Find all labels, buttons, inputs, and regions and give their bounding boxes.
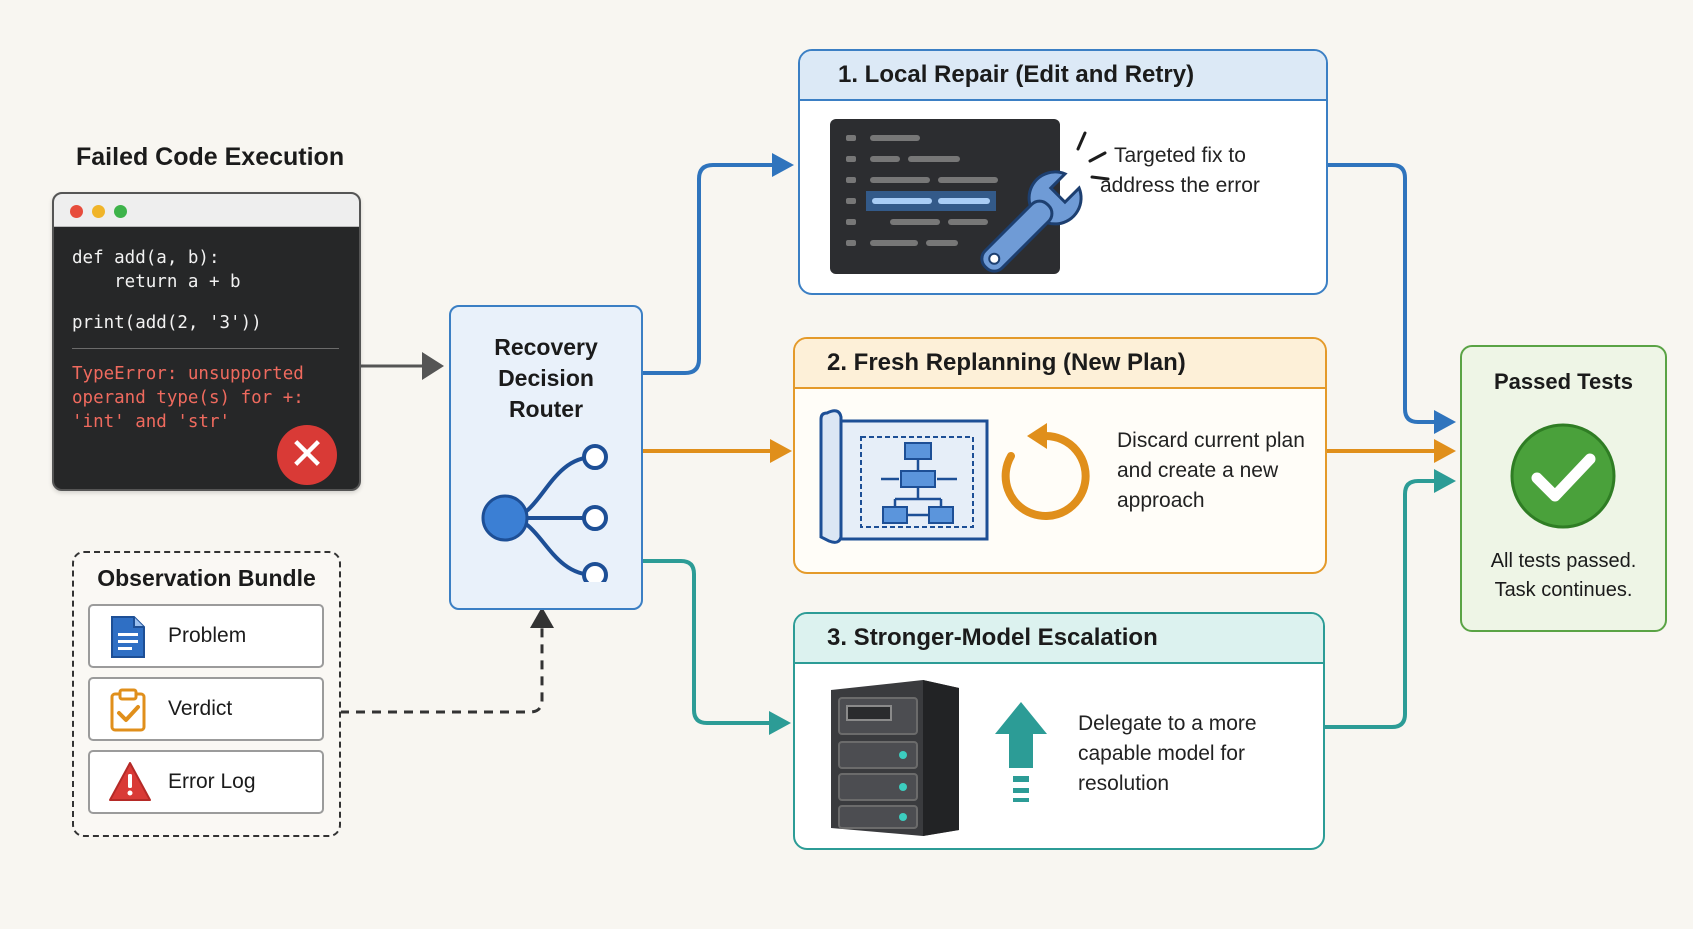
arrow-router-to-replanning <box>641 439 792 463</box>
bundle-item-label: Verdict <box>168 697 233 720</box>
card-title: 3. Stronger-Model Escalation <box>795 614 1323 664</box>
server-icon <box>831 680 959 836</box>
router-title-line: Decision <box>498 365 594 391</box>
strategy-card-escalation: 3. Stronger-Model Escalation Delegate to… <box>793 612 1325 850</box>
router-title-line: Router <box>508 396 584 422</box>
bundle-item-verdict: Verdict <box>88 677 324 741</box>
minimize-dot-icon <box>92 205 105 218</box>
code-window-titlebar <box>54 194 359 227</box>
error-x-icon: ✕ <box>277 425 337 485</box>
code-line: return a + b <box>72 272 241 292</box>
card-description-line: and create a new <box>1117 459 1279 482</box>
code-line: def add(a, b): <box>72 248 220 268</box>
code-window: def add(a, b): return a + b print(add(2,… <box>52 192 361 491</box>
card-description-line: Delegate to a more <box>1078 712 1257 735</box>
strategy-card-fresh-replanning: 2. Fresh Replanning (New Plan) Discard c… <box>793 337 1327 574</box>
passed-tests-panel: Passed Tests All tests passed. Task cont… <box>1460 345 1667 632</box>
arrow-bundle-to-router <box>340 607 554 714</box>
card-title: 2. Fresh Replanning (New Plan) <box>795 339 1325 389</box>
document-icon <box>111 616 145 658</box>
recovery-decision-router: Recovery Decision Router <box>449 305 643 610</box>
card-description-line: approach <box>1117 489 1205 512</box>
up-arrow-icon <box>995 702 1047 802</box>
passed-tests-message: All tests passed. Task continues. <box>1462 547 1665 605</box>
card-description-line: address the error <box>1100 174 1260 197</box>
observation-bundle: Observation Bundle Problem Verdict Error… <box>72 551 341 837</box>
card-description-line: capable model for <box>1078 742 1245 765</box>
refresh-icon <box>1001 423 1090 520</box>
arrow-code-to-router <box>358 352 444 380</box>
arrow-escalation-to-passed <box>1322 469 1456 729</box>
arrow-router-to-escalation <box>641 559 791 735</box>
passed-message-line: All tests passed. <box>1490 550 1637 572</box>
code-divider <box>72 348 339 349</box>
router-title-line: Recovery <box>494 334 598 360</box>
card-description: Delegate to a more capable model for res… <box>1078 709 1257 799</box>
check-circle-icon <box>1510 423 1616 529</box>
strategy-card-local-repair: 1. Local Repair (Edit and Retry) Targete… <box>798 49 1328 295</box>
card-description: Discard current plan and create a new ap… <box>1117 426 1305 516</box>
bundle-item-label: Problem <box>168 624 247 647</box>
arrow-local-repair-to-passed <box>1325 163 1456 434</box>
card-description-line: resolution <box>1078 772 1170 795</box>
router-title: Recovery Decision Router <box>451 332 641 425</box>
passed-message-line: Task continues. <box>1494 579 1633 601</box>
card-description-line: Targeted fix to <box>1114 144 1246 167</box>
clipboard-check-icon <box>110 688 146 732</box>
bundle-item-label: Error Log <box>168 770 256 793</box>
code-wrench-icon <box>830 119 1110 274</box>
warning-icon <box>109 762 151 801</box>
error-line: 'int' and 'str' <box>72 412 231 432</box>
arrow-router-to-local-repair <box>641 153 794 375</box>
arrow-replanning-to-passed <box>1324 439 1456 463</box>
failed-code-title: Failed Code Execution <box>76 143 345 171</box>
passed-tests-title: Passed Tests <box>1493 369 1633 394</box>
branching-router-icon <box>481 444 608 582</box>
observation-bundle-title: Observation Bundle <box>97 565 316 591</box>
bundle-item-error-log: Error Log <box>88 750 324 814</box>
bundle-item-problem: Problem <box>88 604 324 668</box>
blueprint-icon <box>819 409 989 544</box>
error-line: TypeError: unsupported <box>72 364 304 384</box>
card-description: Targeted fix to address the error <box>1100 141 1260 201</box>
card-title: 1. Local Repair (Edit and Retry) <box>800 51 1326 101</box>
close-dot-icon <box>70 205 83 218</box>
code-line: print(add(2, '3')) <box>72 313 262 333</box>
maximize-dot-icon <box>114 205 127 218</box>
card-description-line: Discard current plan <box>1117 429 1305 452</box>
error-line: operand type(s) for +: <box>72 388 304 408</box>
